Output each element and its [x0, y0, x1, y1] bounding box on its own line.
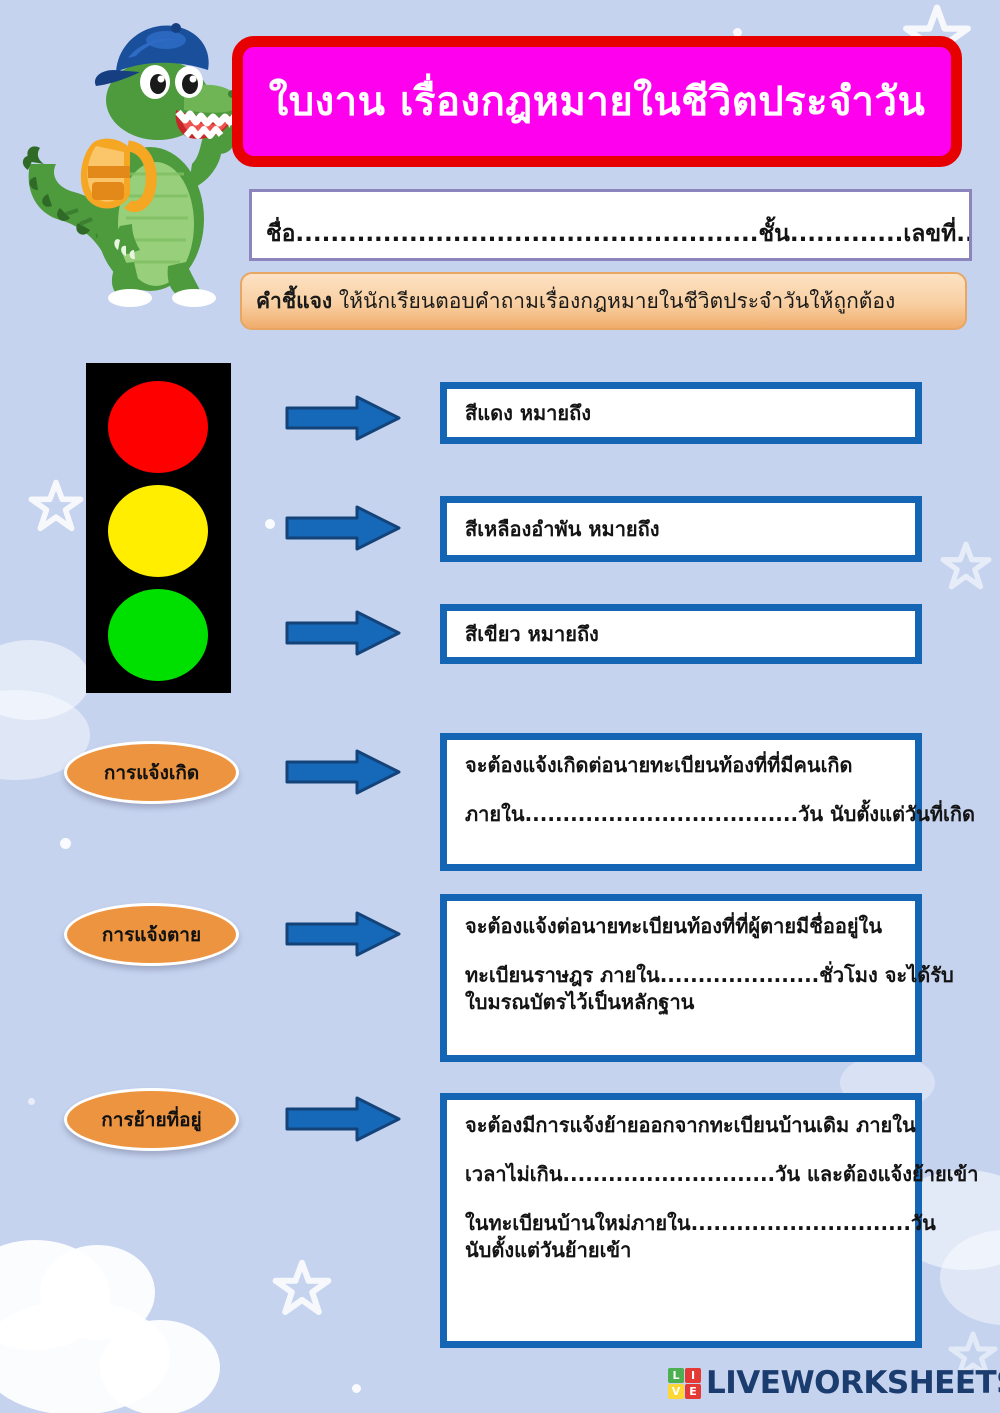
arrow-right-icon: [285, 395, 401, 441]
answer-box-red[interactable]: สีแดง หมายถึง: [440, 382, 922, 444]
answer-box-yellow[interactable]: สีเหลืองอำพัน หมายถึง: [440, 496, 922, 562]
logo-letter-l: L: [668, 1367, 684, 1383]
traffic-light-graphic: [86, 363, 231, 693]
logo-wordmark: LIVEWORKSHEETS: [706, 1365, 1000, 1401]
yellow-lamp-icon: [108, 485, 208, 577]
star-icon: [940, 541, 992, 590]
instruction-banner: คำชี้แจง ให้นักเรียนตอบคำถามเรื่องกฎหมาย…: [240, 272, 967, 330]
instruction-text: คำชี้แจง ให้นักเรียนตอบคำถามเรื่องกฎหมาย…: [242, 285, 895, 318]
answer-label-green: สีเขียว หมายถึง: [465, 621, 599, 646]
decorative-dot: [265, 519, 275, 529]
instruction-label: คำชี้แจง: [256, 288, 333, 313]
worksheet-title-banner: ใบงาน เรื่องกฎหมายในชีวิตประจำวัน: [232, 36, 962, 167]
answer-birth-line-1: จะต้องแจ้งเกิดต่อนายทะเบียนท้องที่ที่มีค…: [465, 753, 853, 777]
cloud-shape: [940, 1230, 1000, 1325]
answer-birth-line-2: ภายใน...................................…: [465, 802, 975, 826]
cloud-shape: [0, 640, 90, 720]
student-name-field[interactable]: ชื่อ....................................…: [249, 189, 972, 261]
decorative-dot: [28, 1098, 35, 1105]
answer-label-yellow: สีเหลืองอำพัน หมายถึง: [465, 516, 660, 541]
answer-moving-line-1: จะต้องมีการแจ้งย้ายออกจากทะเบียนบ้านเดิม…: [465, 1113, 916, 1137]
answer-box-green[interactable]: สีเขียว หมายถึง: [440, 604, 922, 664]
answer-moving-line-3: ในทะเบียนบ้านใหม่ภายใน..................…: [465, 1211, 936, 1235]
topic-ellipse-moving-label: การย้ายที่อยู่: [101, 1108, 202, 1131]
red-lamp-icon: [108, 381, 208, 473]
topic-ellipse-moving: การย้ายที่อยู่: [64, 1088, 239, 1151]
cloud-shape: [100, 1320, 220, 1413]
topic-ellipse-birth-label: การแจ้งเกิด: [103, 761, 200, 784]
crocodile-mascot: [22, 23, 241, 307]
decorative-dot: [352, 1384, 361, 1393]
arrow-right-icon: [285, 1096, 401, 1142]
liveworksheets-logo[interactable]: L I V E LIVEWORKSHEETS: [668, 1365, 1000, 1401]
answer-box-moving[interactable]: จะต้องมีการแจ้งย้ายออกจากทะเบียนบ้านเดิม…: [440, 1093, 979, 1348]
arrow-right-icon: [285, 505, 401, 551]
arrow-right-icon: [285, 749, 401, 795]
topic-ellipse-death: การแจ้งตาย: [64, 903, 239, 966]
instruction-body: ให้นักเรียนตอบคำถามเรื่องกฎหมายในชีวิตปร…: [332, 288, 896, 313]
answer-death-line-1: จะต้องแจ้งต่อนายทะเบียนท้องที่ที่ผู้ตายม…: [465, 914, 882, 938]
page-title: ใบงาน เรื่องกฎหมายในชีวิตประจำวัน: [268, 78, 926, 125]
star-icon: [28, 479, 84, 532]
cloud-shape: [40, 1245, 155, 1340]
logo-squares-icon: L I V E: [668, 1367, 701, 1399]
logo-letter-v: V: [668, 1383, 684, 1399]
topic-ellipse-birth: การแจ้งเกิด: [64, 741, 239, 804]
answer-label-red: สีแดง หมายถึง: [465, 400, 592, 425]
name-class-number-line: ชื่อ....................................…: [266, 221, 969, 247]
cloud-shape: [0, 1240, 110, 1350]
star-icon: [272, 1259, 332, 1315]
answer-box-birth[interactable]: จะต้องแจ้งเกิดต่อนายทะเบียนท้องที่ที่มีค…: [440, 733, 975, 871]
decorative-dot: [60, 838, 71, 849]
answer-death-line-3: ใบมรณบัตรไว้เป็นหลักฐาน: [465, 990, 695, 1014]
green-lamp-icon: [108, 589, 208, 681]
answer-box-death[interactable]: จะต้องแจ้งต่อนายทะเบียนท้องที่ที่ผู้ตายม…: [440, 894, 954, 1062]
cloud-shape: [0, 1300, 170, 1413]
arrow-right-icon: [285, 911, 401, 957]
answer-moving-line-4: นับตั้งแต่วันย้ายเข้า: [465, 1238, 632, 1262]
logo-letter-e: E: [685, 1383, 701, 1399]
answer-moving-line-2: เวลาไม่เกิน............................ว…: [465, 1162, 979, 1186]
logo-letter-i: I: [685, 1367, 701, 1383]
topic-ellipse-death-label: การแจ้งตาย: [101, 923, 202, 946]
answer-death-line-2: ทะเบียนราษฎร ภายใน.....................ช…: [465, 963, 954, 987]
arrow-right-icon: [285, 610, 401, 656]
